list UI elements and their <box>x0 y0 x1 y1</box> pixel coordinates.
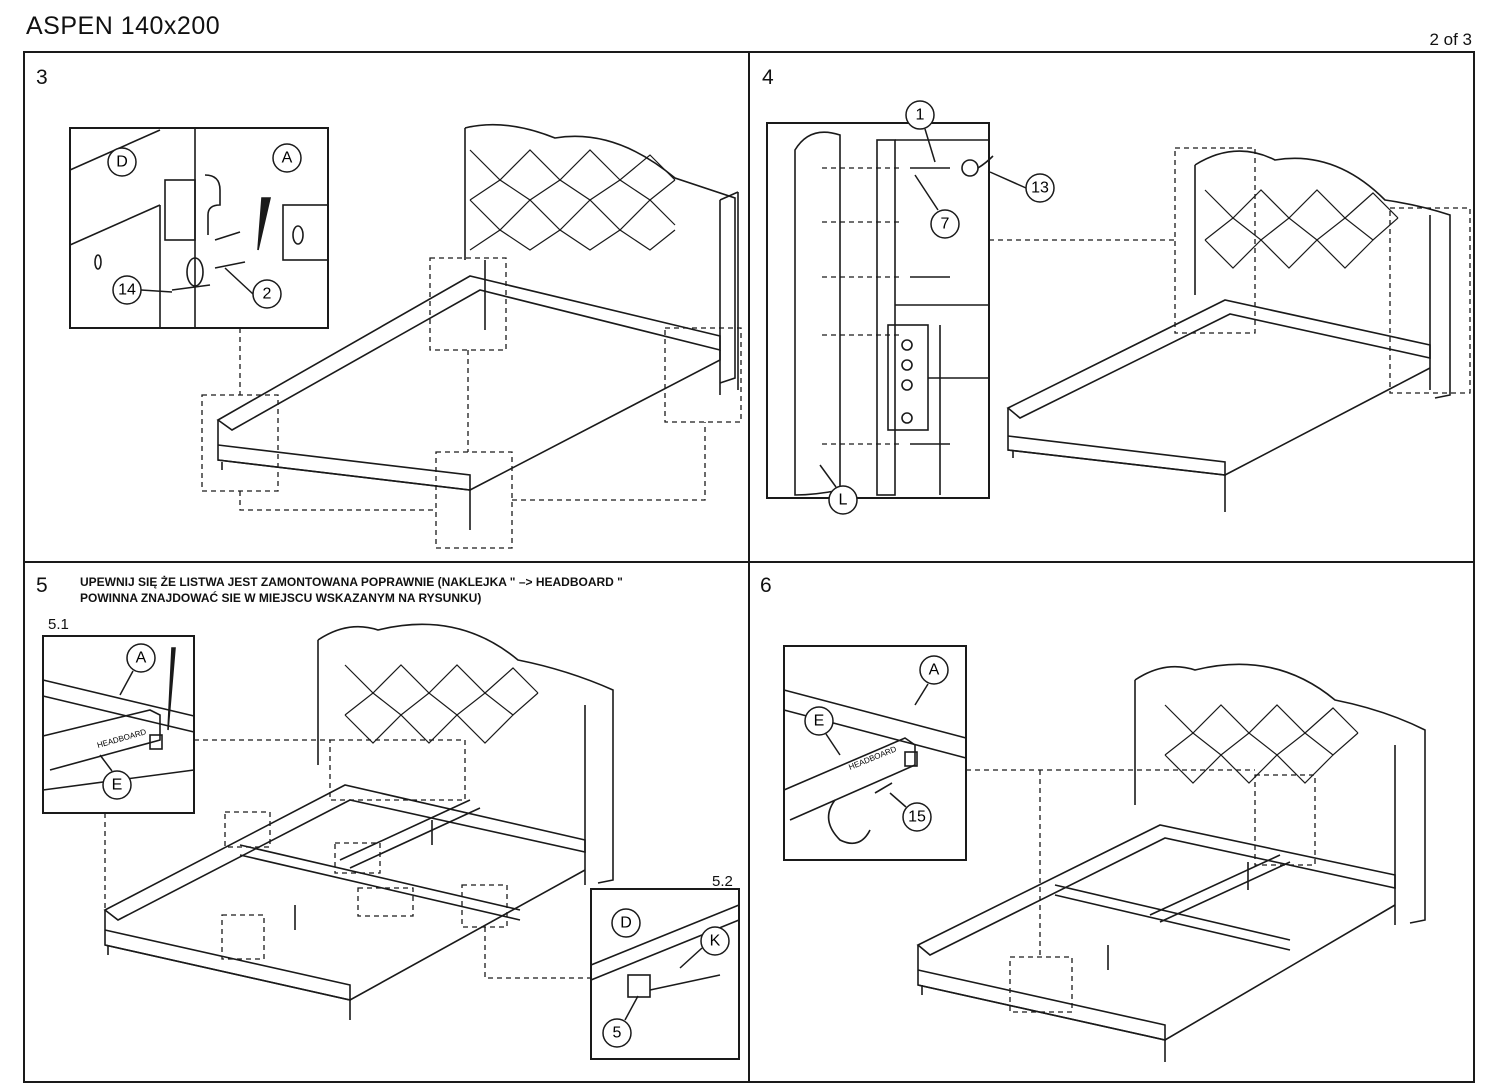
callout-A: A <box>929 662 940 679</box>
callout-15: 15 <box>908 809 926 826</box>
callout-L: L <box>839 492 848 509</box>
substep-5-2: 5.2 <box>712 873 733 890</box>
callout-A: A <box>282 150 293 167</box>
step-3-number: 3 <box>36 66 48 89</box>
callout-13: 13 <box>1031 180 1049 197</box>
step-6-number: 6 <box>760 574 772 597</box>
substep-5-1: 5.1 <box>48 616 69 633</box>
callout-E: E <box>112 777 123 794</box>
callout-K: K <box>710 933 721 950</box>
callout-D: D <box>620 915 632 932</box>
step-4-number: 4 <box>762 66 774 89</box>
page-title: ASPEN 140x200 <box>26 12 221 40</box>
page-number: 2 of 3 <box>1429 30 1472 49</box>
callout-D: D <box>116 154 128 171</box>
step-5-number: 5 <box>36 574 48 597</box>
callout-1: 1 <box>916 107 925 124</box>
callout-14: 14 <box>118 282 136 299</box>
step-5-note: UPEWNIJ SIĘ ŻE LISTWA JEST ZAMONTOWANA P… <box>80 575 623 605</box>
callout-7: 7 <box>941 216 950 233</box>
callout-2: 2 <box>263 286 272 303</box>
callout-5: 5 <box>613 1025 622 1042</box>
callout-E: E <box>814 713 825 730</box>
headboard-sticker: HEADBOARD <box>847 744 898 771</box>
callout-A: A <box>136 650 147 667</box>
